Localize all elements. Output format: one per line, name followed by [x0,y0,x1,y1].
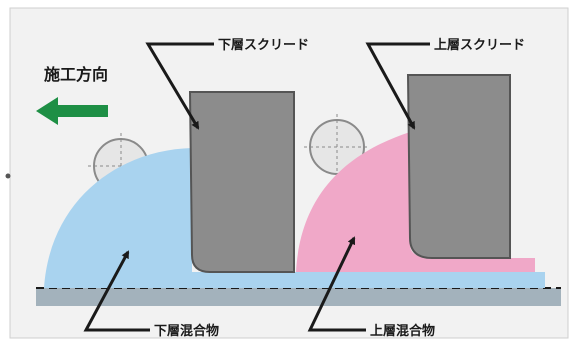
lower-mix-body [44,148,208,288]
lower-screed-leader [145,42,214,130]
lower-mix-label: 下層混合物 [154,323,219,339]
base-layer [36,288,561,306]
lower-screed [188,91,295,273]
lower-screed-label: 下層スクリード [218,38,309,53]
upper-mix-body [296,132,535,272]
upper-mix-label: 上層混合物 [370,323,435,339]
lower-mix-leader [83,250,150,332]
roller-right-icon [304,114,370,180]
upper-screed-label: 上層スクリード [434,38,525,53]
upper-screed-leader [365,42,430,130]
lower-mix-strip [190,272,545,288]
upper-mix-leader [307,236,366,332]
direction-label: 施工方向 [44,65,108,84]
direction-arrow-icon [36,97,108,125]
upper-screed [406,74,511,259]
margin-dot [5,173,11,179]
